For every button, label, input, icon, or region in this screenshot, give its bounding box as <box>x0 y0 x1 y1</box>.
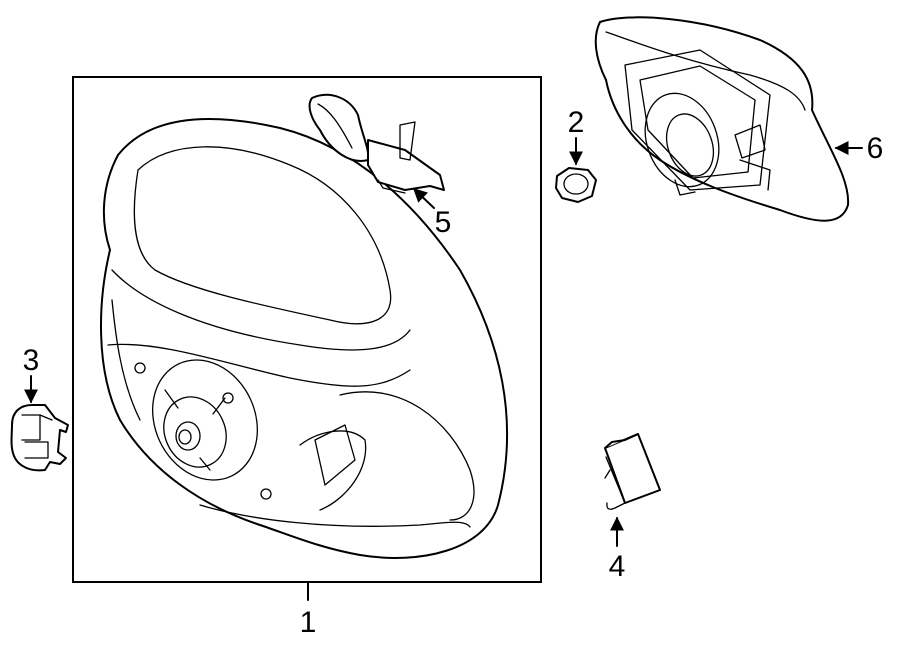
callout-5: 5 <box>435 206 452 239</box>
callout-4: 4 <box>609 550 626 583</box>
arrow-5 <box>412 188 435 209</box>
callout-1: 1 <box>300 606 317 639</box>
callout-2: 2 <box>568 106 585 139</box>
steering-wheel[interactable] <box>100 117 508 559</box>
cover-cap[interactable] <box>10 404 69 472</box>
wire-harness[interactable] <box>308 93 445 194</box>
clip[interactable] <box>604 433 661 510</box>
nut[interactable] <box>555 167 597 203</box>
callout-6: 6 <box>867 132 884 165</box>
airbag-module[interactable] <box>594 16 850 222</box>
callout-3: 3 <box>23 344 40 377</box>
